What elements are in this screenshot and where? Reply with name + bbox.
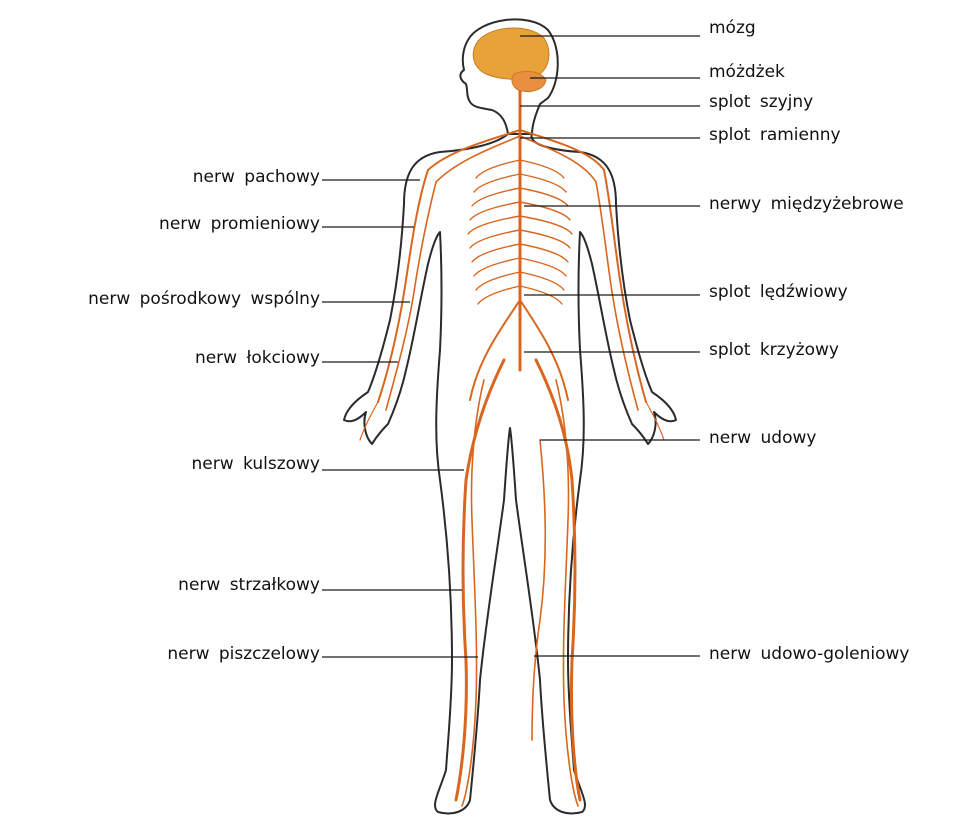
label-splot-szyjny: splot szyjny <box>709 92 813 112</box>
label-nerw-strzalkowy: nerw strzałkowy <box>178 575 320 595</box>
label-splot-krzyzowy: splot krzyżowy <box>709 340 839 360</box>
label-nerw-promieniowy: nerw promieniowy <box>159 214 320 234</box>
label-mozg: mózg <box>709 18 756 38</box>
torso-limbs-outline <box>344 134 676 814</box>
label-nerw-udowy: nerw udowy <box>709 428 816 448</box>
label-nerw-pachowy: nerw pachowy <box>193 167 320 187</box>
label-mozdzek: móżdżek <box>709 62 785 82</box>
label-nerw-lokciowy: nerw łokciowy <box>195 348 320 368</box>
label-nerw-posrodkowy-wspolny: nerw pośrodkowy wspólny <box>88 289 320 309</box>
label-nerw-piszczelowy: nerw piszczelowy <box>167 644 320 664</box>
label-nerwy-miedzyzebrowe: nerwy międzyżebrowe <box>709 194 904 214</box>
label-splot-ledzwiowy: splot lędźwiowy <box>709 282 848 302</box>
label-nerw-udowo-goleniowy: nerw udowo-goleniowy <box>709 644 910 664</box>
label-splot-ramienny: splot ramienny <box>709 125 841 145</box>
label-nerw-kulszowy: nerw kulszowy <box>192 454 321 474</box>
